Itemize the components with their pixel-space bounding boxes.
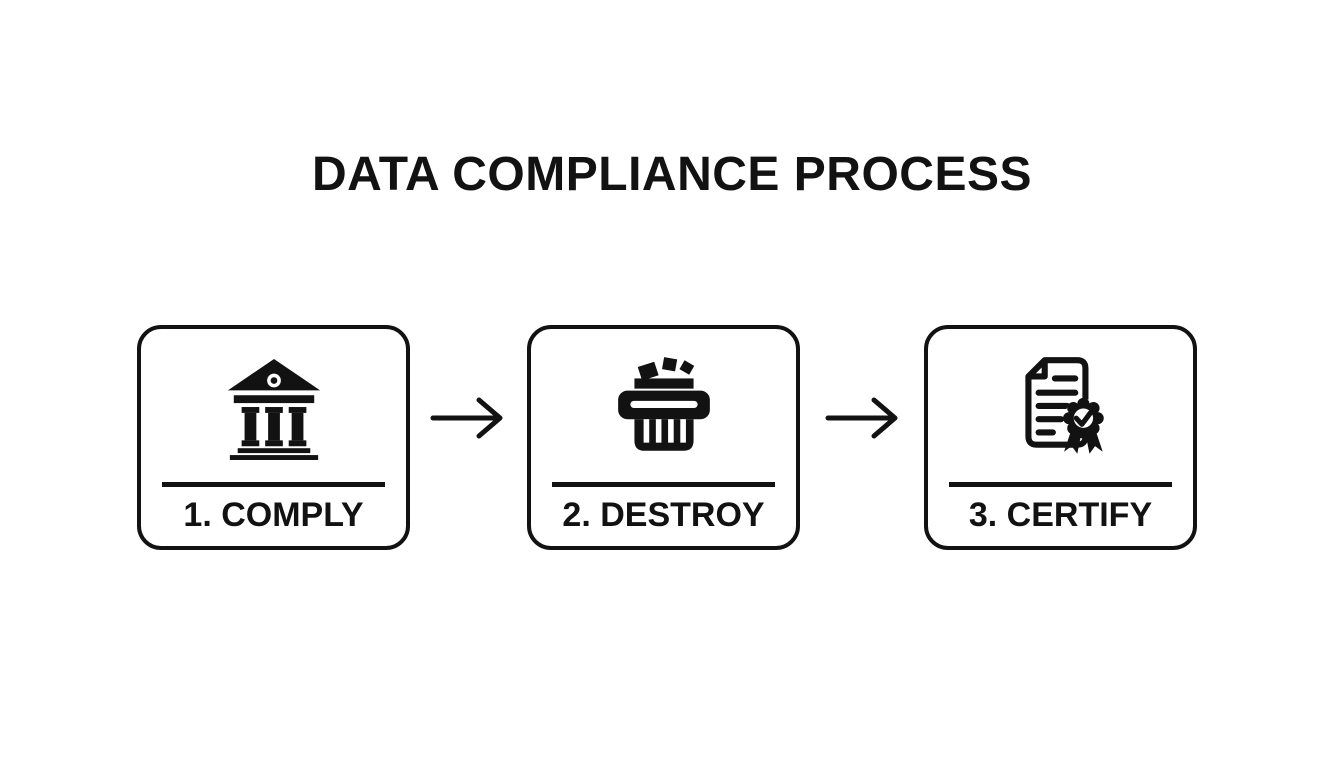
shredder-icon [617,357,710,451]
step-box-destroy: 2. DESTROY [527,325,800,550]
step-divider [552,482,775,487]
step-box-certify: 3. CERTIFY [924,325,1197,550]
step-icon-area [928,345,1193,471]
page-title: DATA COMPLIANCE PROCESS [312,148,1032,201]
certificate-icon [1024,357,1104,454]
step-icon-area [531,345,796,471]
step-icon-area [141,345,406,471]
flow-arrow-icon [825,397,898,439]
step-divider [949,482,1172,487]
bank-icon [227,358,320,460]
flow-arrow-icon [430,397,503,439]
step-label: 2. DESTROY [562,496,765,534]
step-divider [162,482,385,487]
step-label: 1. COMPLY [183,496,364,534]
step-box-comply: 1. COMPLY [137,325,410,550]
step-label: 3. CERTIFY [968,496,1153,534]
